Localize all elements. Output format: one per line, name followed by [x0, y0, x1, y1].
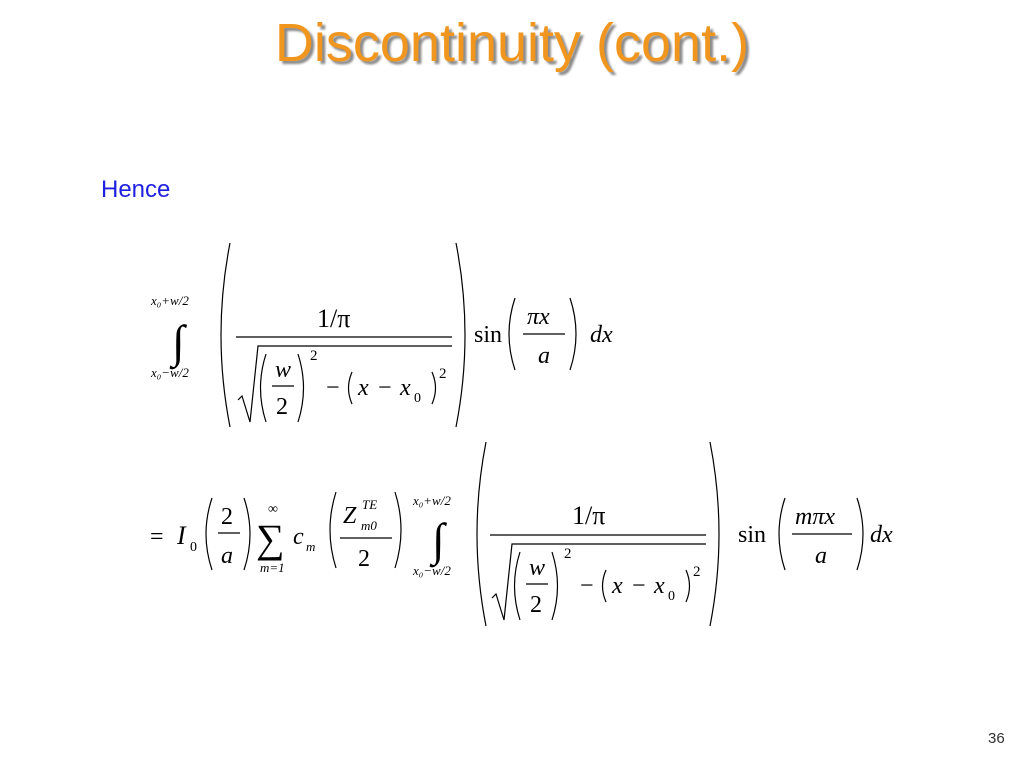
- sin-left-paren: [508, 297, 516, 371]
- inner-left-paren-2: [513, 551, 521, 621]
- c-subscript: m: [306, 539, 315, 554]
- integral-upper-limit: x₀+w/2: [150, 293, 189, 308]
- sin-left-paren-2: [778, 497, 786, 571]
- sqrt-sign: [237, 345, 452, 423]
- Z-var: Z: [343, 503, 357, 529]
- dx-label: dx: [590, 322, 613, 348]
- inner-frac-den-2: 2: [530, 592, 542, 618]
- exponent: 2: [310, 348, 318, 364]
- integral-lower-limit-2: x₀−w/2: [412, 563, 451, 578]
- frac-den: a: [221, 543, 233, 569]
- left-big-paren-2: [476, 441, 487, 627]
- sum-lower: m=1: [260, 560, 285, 575]
- x-var: x: [357, 375, 369, 401]
- inner-frac-num-2: w: [529, 555, 545, 581]
- paren-right-x-2: [685, 569, 691, 603]
- right-big-paren: [455, 242, 466, 428]
- sin-right-paren: [569, 297, 577, 371]
- frac-left-paren: [205, 497, 213, 571]
- Z-subscript: m0: [361, 518, 377, 533]
- sin-right-paren-2: [856, 497, 864, 571]
- equation-2: = I 0 2 a ∑ ∞ m=1 c m Z TE m0 2 ∫ x₀+w/2…: [150, 441, 893, 627]
- x0-subscript: 0: [414, 391, 421, 406]
- inner-frac-num: w: [275, 357, 291, 383]
- x0-var-2: x: [653, 573, 665, 599]
- I-var: I: [176, 521, 187, 550]
- z-left-paren: [329, 491, 337, 569]
- minus-sign: −: [326, 375, 340, 401]
- x-var-2: x: [611, 573, 623, 599]
- integral-sign-2: ∫: [429, 514, 447, 568]
- minus-sign-2: −: [378, 375, 392, 401]
- z-frac-den: 2: [358, 546, 370, 572]
- numerator-2: 1/π: [572, 501, 605, 530]
- exponent-4: 2: [693, 564, 701, 580]
- sin-label: sin: [474, 322, 502, 348]
- slide-title: Discontinuity (cont.): [274, 13, 750, 73]
- paren-left-x-2: [601, 569, 607, 603]
- minus-sign-4: −: [632, 573, 646, 599]
- dx-label-2: dx: [870, 522, 893, 548]
- sin-arg-num-2: mπx: [795, 504, 835, 530]
- frac-right-paren: [243, 497, 251, 571]
- sin-arg-den: a: [538, 343, 550, 369]
- paren-left-x: [347, 371, 353, 405]
- integral-sign: ∫: [169, 316, 187, 370]
- exponent-2: 2: [439, 366, 447, 382]
- sin-arg-den-2: a: [815, 543, 827, 569]
- right-big-paren-2: [709, 441, 720, 627]
- sum-sign: ∑: [256, 516, 285, 561]
- x0-var: x: [399, 375, 411, 401]
- hence-label: Hence: [101, 176, 171, 203]
- sum-upper: ∞: [268, 502, 278, 517]
- inner-left-paren: [259, 353, 267, 423]
- x0-subscript-2: 0: [668, 589, 675, 604]
- left-big-paren: [220, 242, 231, 428]
- numerator: 1/π: [317, 304, 350, 333]
- Z-superscript: TE: [362, 497, 377, 512]
- sin-label-2: sin: [738, 522, 766, 548]
- z-right-paren: [394, 491, 402, 569]
- exponent-3: 2: [564, 546, 572, 562]
- minus-sign-3: −: [580, 573, 594, 599]
- sqrt-sign-2: [491, 543, 706, 621]
- page-number: 36: [988, 730, 1005, 747]
- equation-1: ∫ x₀+w/2 x₀−w/2 1/π w 2 2 − x − x 0 2 si…: [150, 242, 613, 428]
- integral-lower-limit: x₀−w/2: [150, 365, 189, 380]
- equals-sign: =: [150, 524, 164, 550]
- inner-right-paren: [297, 353, 305, 423]
- integral-upper-limit-2: x₀+w/2: [412, 493, 451, 508]
- sin-arg-num: πx: [527, 304, 550, 330]
- I-subscript: 0: [190, 540, 197, 555]
- inner-right-paren-2: [551, 551, 559, 621]
- frac-num: 2: [221, 504, 233, 530]
- c-var: c: [293, 524, 304, 550]
- paren-right-x: [431, 371, 437, 405]
- inner-frac-den: 2: [276, 394, 288, 420]
